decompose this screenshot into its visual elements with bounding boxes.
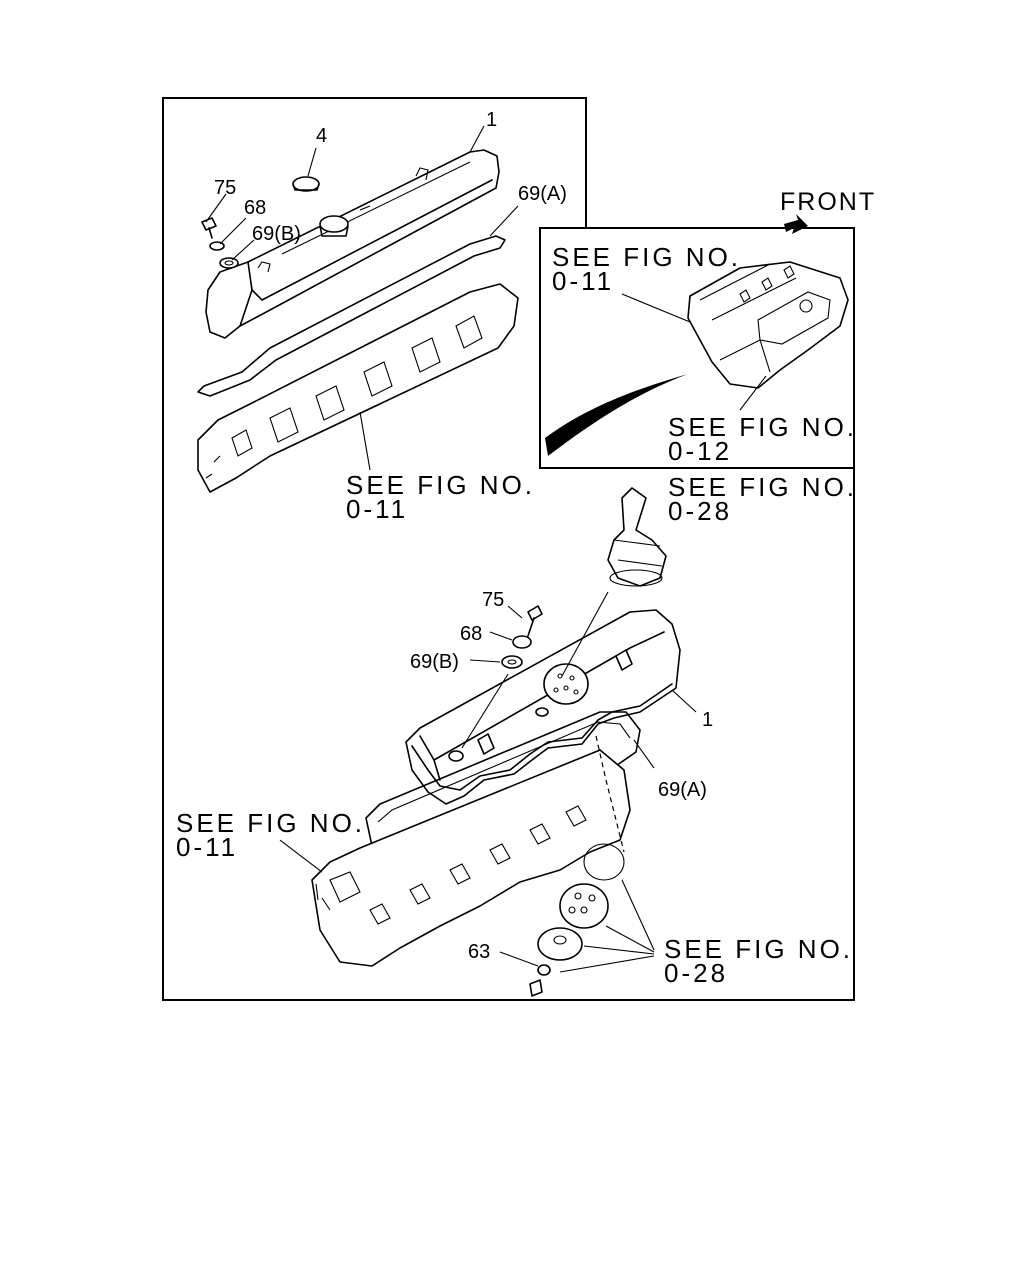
callout-69a-bottom: 69(A) bbox=[658, 779, 707, 801]
front-label: FRONT bbox=[780, 188, 876, 216]
inset-engine bbox=[687, 261, 849, 389]
ref-left-011-line1: SEE FIG NO. bbox=[176, 808, 365, 838]
top-oil-cap bbox=[292, 176, 349, 237]
bottom-cylinder-head bbox=[311, 749, 631, 967]
ref-top-011-line2: 0-11 bbox=[346, 494, 408, 524]
inset-frame bbox=[539, 227, 855, 469]
bottom-cover-studs bbox=[448, 649, 633, 762]
ref-inset-011-line1: SEE FIG NO. bbox=[552, 242, 741, 272]
bottom-bolt-washers bbox=[461, 605, 543, 749]
ref-bottom-028-line1: SEE FIG NO. bbox=[664, 934, 853, 964]
inset-swoosh bbox=[545, 374, 688, 456]
callout-68-bottom: 68 bbox=[460, 623, 482, 645]
callout-1-bottom: 1 bbox=[702, 709, 713, 731]
callout-1-top: 1 bbox=[486, 109, 497, 131]
filler-leaders bbox=[559, 879, 655, 973]
callout-69b-top: 69(B) bbox=[252, 223, 301, 245]
callout-63-bottom: 63 bbox=[468, 941, 490, 963]
ref-bottom-028-line2: 0-28 bbox=[664, 958, 728, 988]
callout-75-top: 75 bbox=[214, 177, 236, 199]
oil-filler-parts bbox=[529, 843, 625, 997]
callout-68-top: 68 bbox=[244, 197, 266, 219]
dashed-guide bbox=[595, 735, 625, 853]
breather-valve bbox=[607, 487, 667, 587]
ref-inset-012-line1: SEE FIG NO. bbox=[668, 412, 857, 442]
ref-top-011-line1: SEE FIG NO. bbox=[346, 470, 535, 500]
callout-75-bottom: 75 bbox=[482, 589, 504, 611]
ref-inset-011-line2: 0-11 bbox=[552, 266, 614, 296]
ref-right-028-line2: 0-28 bbox=[668, 496, 732, 526]
leader-lines bbox=[205, 125, 767, 967]
top-rocker-cover bbox=[205, 149, 500, 339]
callout-4-top: 4 bbox=[316, 125, 327, 147]
ref-inset-012-line2: 0-12 bbox=[668, 436, 732, 466]
top-bolt-washers bbox=[201, 217, 239, 269]
bottom-breather-port bbox=[543, 663, 589, 705]
top-cylinder-head bbox=[197, 283, 519, 493]
callout-69b-bottom: 69(B) bbox=[410, 651, 459, 673]
top-gasket bbox=[197, 235, 506, 397]
front-arrow-icon bbox=[784, 214, 808, 234]
breather-leader bbox=[561, 591, 609, 677]
ref-left-011-line2: 0-11 bbox=[176, 832, 238, 862]
callout-69a-top: 69(A) bbox=[518, 183, 567, 205]
ref-right-028-line1: SEE FIG NO. bbox=[668, 472, 857, 502]
